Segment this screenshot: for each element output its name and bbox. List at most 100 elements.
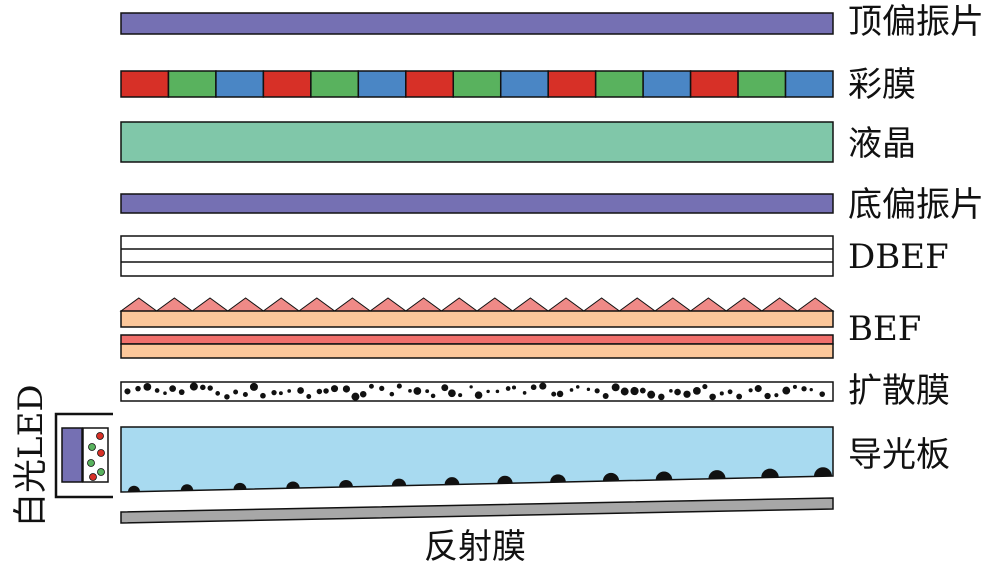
diffuser-particle xyxy=(792,384,797,389)
light-guide-plate xyxy=(120,426,834,493)
diffuser-particle xyxy=(389,391,395,397)
diffuser-particle xyxy=(233,389,239,395)
color-filter-cell-blue xyxy=(357,70,407,98)
diffuser-particle xyxy=(396,383,402,389)
label-liquid-crystal: 液晶 xyxy=(848,124,916,164)
diffuser-particle xyxy=(801,386,807,392)
diffuser-particle xyxy=(556,390,564,398)
diffuser-particle xyxy=(297,387,304,394)
color-filter-cell-blue xyxy=(499,70,549,98)
diffuser-particle xyxy=(224,394,230,400)
diffuser-particle xyxy=(368,383,374,389)
bef-prism xyxy=(689,297,728,312)
diffuser-particle xyxy=(748,388,753,393)
color-filter-cell-blue xyxy=(215,70,265,98)
light-guide-dot xyxy=(444,477,460,485)
diffuser-particle xyxy=(441,384,449,392)
light-guide-dot xyxy=(391,478,407,486)
label-bef: BEF xyxy=(848,309,921,349)
diffuser-particle xyxy=(154,388,160,393)
label-top-polarizer: 顶偏振片 xyxy=(848,2,984,42)
bef-prism xyxy=(297,297,337,312)
diffuser-layer xyxy=(120,381,834,402)
color-filter-cell-green xyxy=(452,70,502,98)
diffuser-particle xyxy=(692,386,701,395)
diffuser-particle xyxy=(458,393,463,398)
led-chip xyxy=(61,427,83,483)
light-guide-dot xyxy=(761,468,779,478)
label-dbef: DBEF xyxy=(848,237,949,277)
diffuser-particle xyxy=(323,388,329,394)
diffuser-particle xyxy=(413,387,422,395)
bef-red-film xyxy=(120,334,834,345)
bef-prism xyxy=(190,297,230,312)
diffuser-particle xyxy=(249,382,258,391)
bef-prism xyxy=(226,297,265,312)
diffuser-particle xyxy=(719,391,724,396)
diffuser-particle xyxy=(639,387,646,394)
bef-upper-film xyxy=(120,310,834,328)
color-filter-cell-green xyxy=(737,70,787,98)
diffuser-particle xyxy=(774,393,779,398)
bef-prism xyxy=(368,297,408,312)
diffuser-particle xyxy=(330,385,339,393)
diffuser-particle xyxy=(207,385,213,391)
diffuser-particle xyxy=(620,387,629,396)
color-filter-cell-red xyxy=(262,70,312,98)
color-filter-cell-red xyxy=(405,70,455,98)
diffuser-particle xyxy=(530,384,537,391)
dbef-layer xyxy=(120,235,834,277)
diffuser-particle xyxy=(551,391,557,397)
bef-prism xyxy=(653,297,693,312)
phosphor-particle xyxy=(87,459,95,467)
led-housing xyxy=(54,412,113,499)
diffuser-particle xyxy=(379,385,385,391)
diffuser-particle xyxy=(575,385,580,389)
label-bottom-polarizer: 底偏振片 xyxy=(848,185,984,225)
phosphor-particle xyxy=(96,432,104,440)
bef-prism xyxy=(119,297,159,312)
color-filter-cell-red xyxy=(689,70,739,98)
bef-prism xyxy=(475,297,515,312)
label-white-led: 白光LED xyxy=(11,384,51,527)
diffuser-particle xyxy=(505,386,511,391)
diffuser-particle xyxy=(611,383,620,392)
liquid-crystal-layer xyxy=(120,121,834,163)
layer-labels: 顶偏振片 彩膜 液晶 底偏振片 DBEF BEF 扩散膜 导光板 反射膜 白光L… xyxy=(11,2,984,567)
phosphor-particle xyxy=(97,468,105,476)
diffuser-particle xyxy=(215,391,221,396)
light-guide-dot xyxy=(550,474,566,483)
diffuser-particle xyxy=(674,388,681,396)
diffuser-particle xyxy=(754,385,762,393)
diffuser-particle xyxy=(764,392,771,400)
diffuser-particle xyxy=(242,391,248,398)
diffuser-particle xyxy=(809,387,813,392)
bef-prism xyxy=(546,297,586,312)
diffuser-particle xyxy=(260,392,266,399)
diffuser-particle xyxy=(495,389,500,394)
diffuser-particle xyxy=(135,385,141,392)
bef-prism xyxy=(439,297,479,312)
diffuser-particle xyxy=(359,390,367,398)
diffuser-particle xyxy=(143,382,152,391)
diffuser-particle xyxy=(306,394,312,399)
bef-prism xyxy=(155,297,194,312)
diffuser-particle xyxy=(819,391,825,397)
diffuser-particle xyxy=(539,382,547,390)
diffuser-particle xyxy=(709,393,716,401)
light-guide-dot xyxy=(602,472,620,481)
diffuser-particle xyxy=(702,384,708,390)
diffuser-particle xyxy=(727,389,733,395)
diffuser-particle xyxy=(408,389,412,393)
diffuser-particle xyxy=(594,388,600,394)
diffuser-particle xyxy=(169,385,176,392)
bef-prism xyxy=(511,297,550,312)
light-guide-dot xyxy=(233,482,247,490)
light-guide-dot xyxy=(708,470,726,479)
diffuser-particle xyxy=(602,392,609,399)
top-polarizer-layer xyxy=(120,12,834,35)
bef-prism xyxy=(582,297,621,312)
bef-prism xyxy=(617,297,657,312)
